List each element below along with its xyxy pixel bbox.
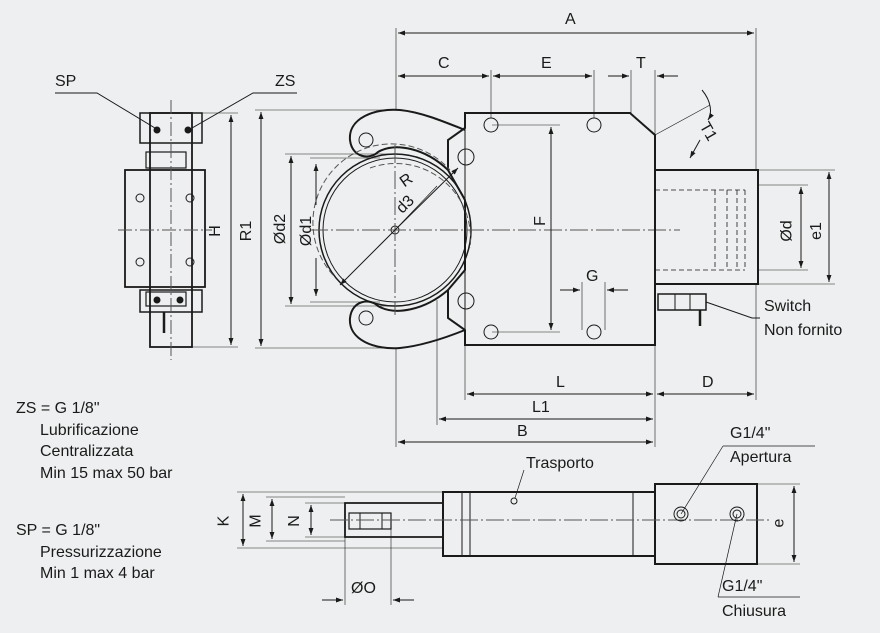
note-sp-line-1: SP = G 1/8" [16, 522, 101, 539]
dim-Od1: Ød1 [298, 215, 316, 247]
side-view [55, 92, 297, 360]
dim-Od2: Ød2 [272, 213, 290, 245]
callout-g14-chiusura: G1/4" [722, 578, 763, 595]
note-sp-line-3: Min 1 max 4 bar [40, 565, 155, 582]
dim-N: N [285, 515, 303, 527]
dim-e1: e1 [807, 222, 825, 240]
dim-T: T [636, 55, 646, 72]
callout-non-fornito: Non fornito [764, 322, 843, 339]
note-zs-line-1: ZS = G 1/8" [16, 400, 100, 417]
dim-B: B [517, 423, 528, 440]
dim-A: A [565, 11, 576, 28]
callout-ZS: ZS [275, 73, 296, 90]
callout-chiusura: Chiusura [722, 603, 787, 620]
dim-D: D [702, 374, 714, 391]
dim-Od: Ød [778, 220, 796, 242]
note-sp-line-2: Pressurizzazione [40, 543, 162, 561]
dim-M: M [247, 514, 265, 528]
note-zs-line-3: Centralizzata [40, 443, 134, 460]
dim-C: C [438, 55, 450, 72]
bottom-view [237, 445, 815, 605]
dim-L: L [556, 374, 565, 391]
note-zs-line-2: Lubrificazione [40, 421, 139, 439]
dim-R1: R1 [238, 220, 256, 242]
callout-SP: SP [55, 73, 77, 90]
callout-apertura: Apertura [730, 449, 792, 466]
callout-trasporto: Trasporto [526, 455, 594, 472]
dim-K: K [215, 515, 233, 527]
callout-g14-apertura: G1/4" [730, 425, 771, 442]
dim-H: H [206, 225, 224, 237]
callout-switch: Switch [764, 298, 812, 315]
note-sp: SP = G 1/8" Pressurizzazione Min 1 max 4… [16, 520, 162, 585]
note-zs-line-4: Min 15 max 50 bar [40, 464, 173, 482]
dim-G: G [586, 268, 599, 285]
note-zs: ZS = G 1/8" Lubrificazione Centralizzata… [16, 398, 173, 484]
dim-E: E [541, 55, 552, 72]
dim-L1: L1 [532, 399, 550, 416]
front-view [255, 28, 835, 447]
dim-F: F [531, 216, 549, 226]
dim-OO: ØO [351, 580, 376, 597]
dim-e: e [770, 518, 788, 528]
